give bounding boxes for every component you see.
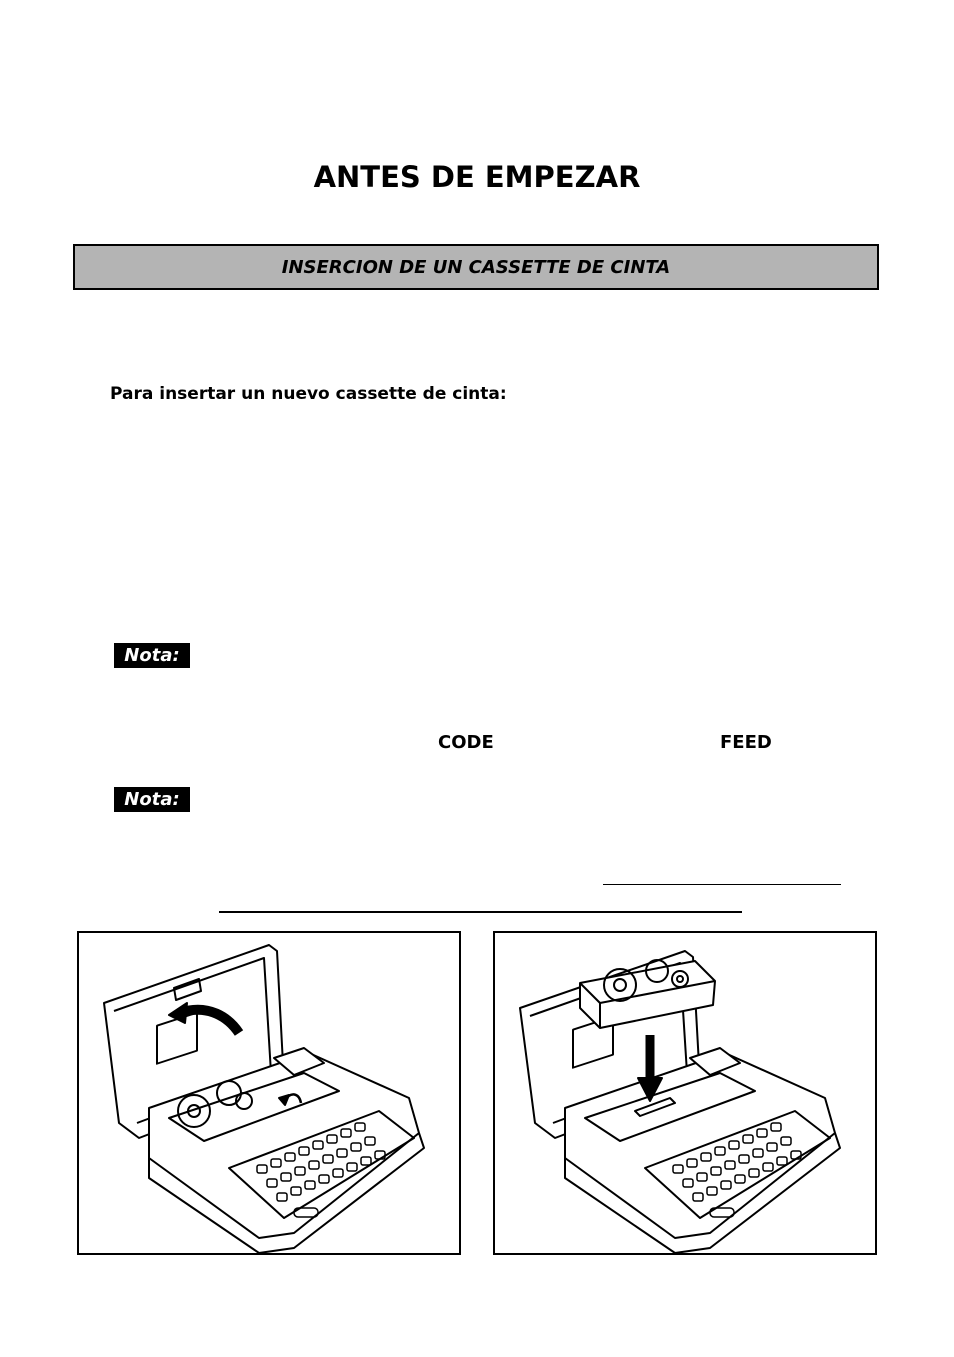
label-printer-open-cover-icon <box>103 944 425 1253</box>
feed-key-label: FEED <box>720 732 772 753</box>
note-badge: Nota: <box>114 787 190 812</box>
underline-rule <box>219 911 742 913</box>
underline-rule <box>603 884 841 885</box>
section-banner: INSERCION DE UN CASSETTE DE CINTA <box>73 244 879 290</box>
code-key-label: CODE <box>438 732 494 753</box>
label-printer-insert-cassette-icon <box>519 950 841 1253</box>
page-title: ANTES DE EMPEZAR <box>313 160 641 194</box>
note-badge: Nota: <box>114 643 190 668</box>
instruction-heading: Para insertar un nuevo cassette de cinta… <box>110 384 507 404</box>
figure-open-cover <box>77 931 461 1255</box>
section-banner-label: INSERCION DE UN CASSETTE DE CINTA <box>281 256 671 278</box>
figure-insert-cassette <box>493 931 877 1255</box>
